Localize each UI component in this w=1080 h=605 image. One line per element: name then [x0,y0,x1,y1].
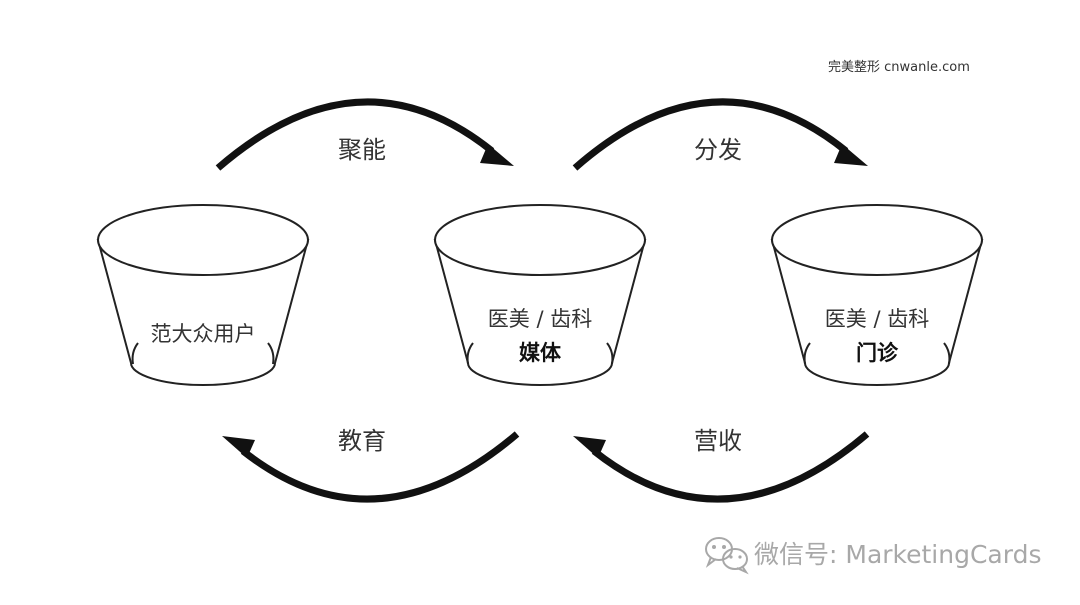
brand-label: 完美整形 cnwanle.com [828,60,970,75]
arrow-label-gather: 聚能 [338,136,386,164]
arrow-distribute [572,98,868,171]
arrow-label-revenue: 营收 [694,427,742,455]
bucket-media-label: 医美 / 齿科 [488,307,592,331]
bucket-clinic: 医美 / 齿科 门诊 [770,204,984,386]
bucket-media: 医美 / 齿科 媒体 [433,204,647,386]
bucket-clinic-label: 医美 / 齿科 [825,307,929,331]
arrow-revenue [573,431,870,503]
arrow-educate [222,431,520,503]
bucket-clinic-sublabel: 门诊 [856,341,899,365]
arrow-gather [215,98,514,171]
bucket-media-sublabel: 媒体 [519,341,562,365]
wechat-icon [705,537,749,575]
bucket-mass-users-label: 范大众用户 [151,322,256,346]
arrow-label-distribute: 分发 [694,136,742,164]
watermark-label: 微信号: MarketingCards [754,540,1041,569]
bucket-mass-users: 范大众用户 [96,204,310,386]
arrow-label-educate: 教育 [338,427,386,455]
